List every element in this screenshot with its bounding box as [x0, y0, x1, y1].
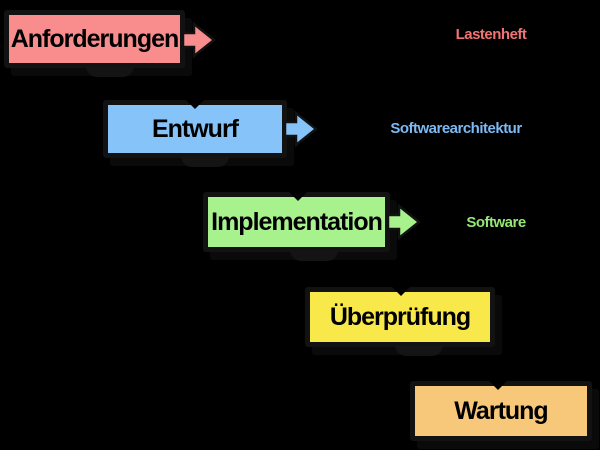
stage-box-anforderungen: Anforderungen	[4, 10, 185, 68]
stage-label-wartung: Wartung	[454, 396, 548, 425]
stage-label-entwurf: Entwurf	[151, 114, 239, 143]
right-arrow-icon	[283, 110, 319, 148]
right-arrow-icon	[386, 203, 422, 241]
connector-shadow	[181, 156, 229, 167]
deliverable-label-lastenheft: Lastenheft	[455, 26, 527, 43]
stage-box-ueberpruefung: Überprüfung	[305, 287, 495, 347]
connector-arrowhead-icon	[390, 285, 412, 296]
stage-box-implementation: Implementation	[203, 192, 390, 252]
stage-label-anforderungen: Anforderungen	[10, 24, 180, 53]
connector-arrowhead-icon	[487, 379, 509, 390]
connector-arrowhead-icon	[184, 98, 206, 109]
stage-box-wartung: Wartung	[410, 381, 592, 441]
right-arrow-icon	[181, 21, 217, 59]
connector-shadow	[290, 250, 338, 261]
connector-shadow	[395, 345, 443, 356]
stage-label-ueberpruefung: Überprüfung	[329, 302, 471, 331]
connector-shadow	[86, 66, 134, 77]
stage-label-implementation: Implementation	[211, 207, 383, 236]
deliverable-label-software: Software	[466, 214, 526, 231]
connector-arrowhead-icon	[287, 190, 309, 201]
deliverable-label-softwarearchitektur: Softwarearchitektur	[390, 120, 522, 137]
